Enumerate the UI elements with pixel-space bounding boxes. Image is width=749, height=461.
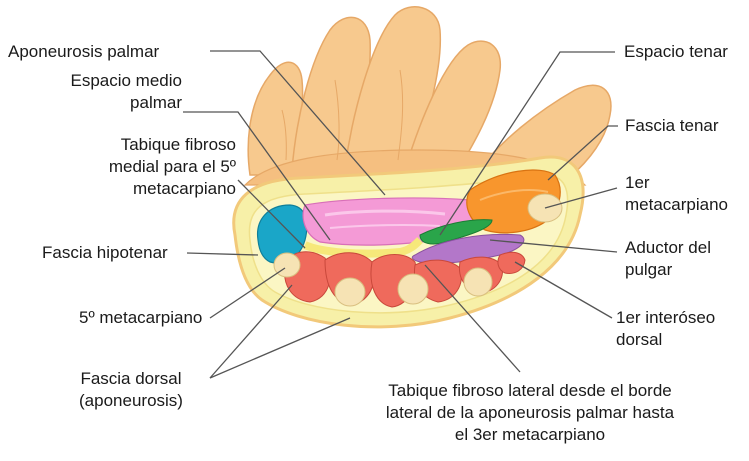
- label-tabique-lateral: Tabique fibroso lateral desde el borde l…: [330, 380, 730, 446]
- leader-fascia-dorsal-1: [210, 285, 292, 378]
- leader-primer-interoseo: [515, 262, 612, 318]
- label-espacio-medio-palmar: Espacio medio palmar: [52, 70, 182, 114]
- label-primer-interoseo: 1er interóseo dorsal: [616, 307, 715, 351]
- label-fascia-hipotenar: Fascia hipotenar: [42, 242, 168, 264]
- label-tabique-medial: Tabique fibroso medial para el 5º metaca…: [56, 134, 236, 200]
- second-metacarpal: [464, 268, 492, 296]
- label-espacio-tenar: Espacio tenar: [624, 41, 728, 63]
- label-fascia-tenar: Fascia tenar: [625, 115, 719, 137]
- label-aponeurosis-palmar: Aponeurosis palmar: [8, 41, 159, 63]
- label-fascia-dorsal: Fascia dorsal (aponeurosis): [56, 368, 206, 412]
- leader-fascia-dorsal-2: [210, 318, 350, 378]
- third-metacarpal: [398, 274, 428, 304]
- label-primer-metacarpiano: 1er metacarpiano: [625, 172, 728, 216]
- label-quinto-metacarpiano: 5º metacarpiano: [79, 307, 202, 329]
- label-aductor-pulgar: Aductor del pulgar: [625, 237, 711, 281]
- fourth-metacarpal: [335, 278, 365, 306]
